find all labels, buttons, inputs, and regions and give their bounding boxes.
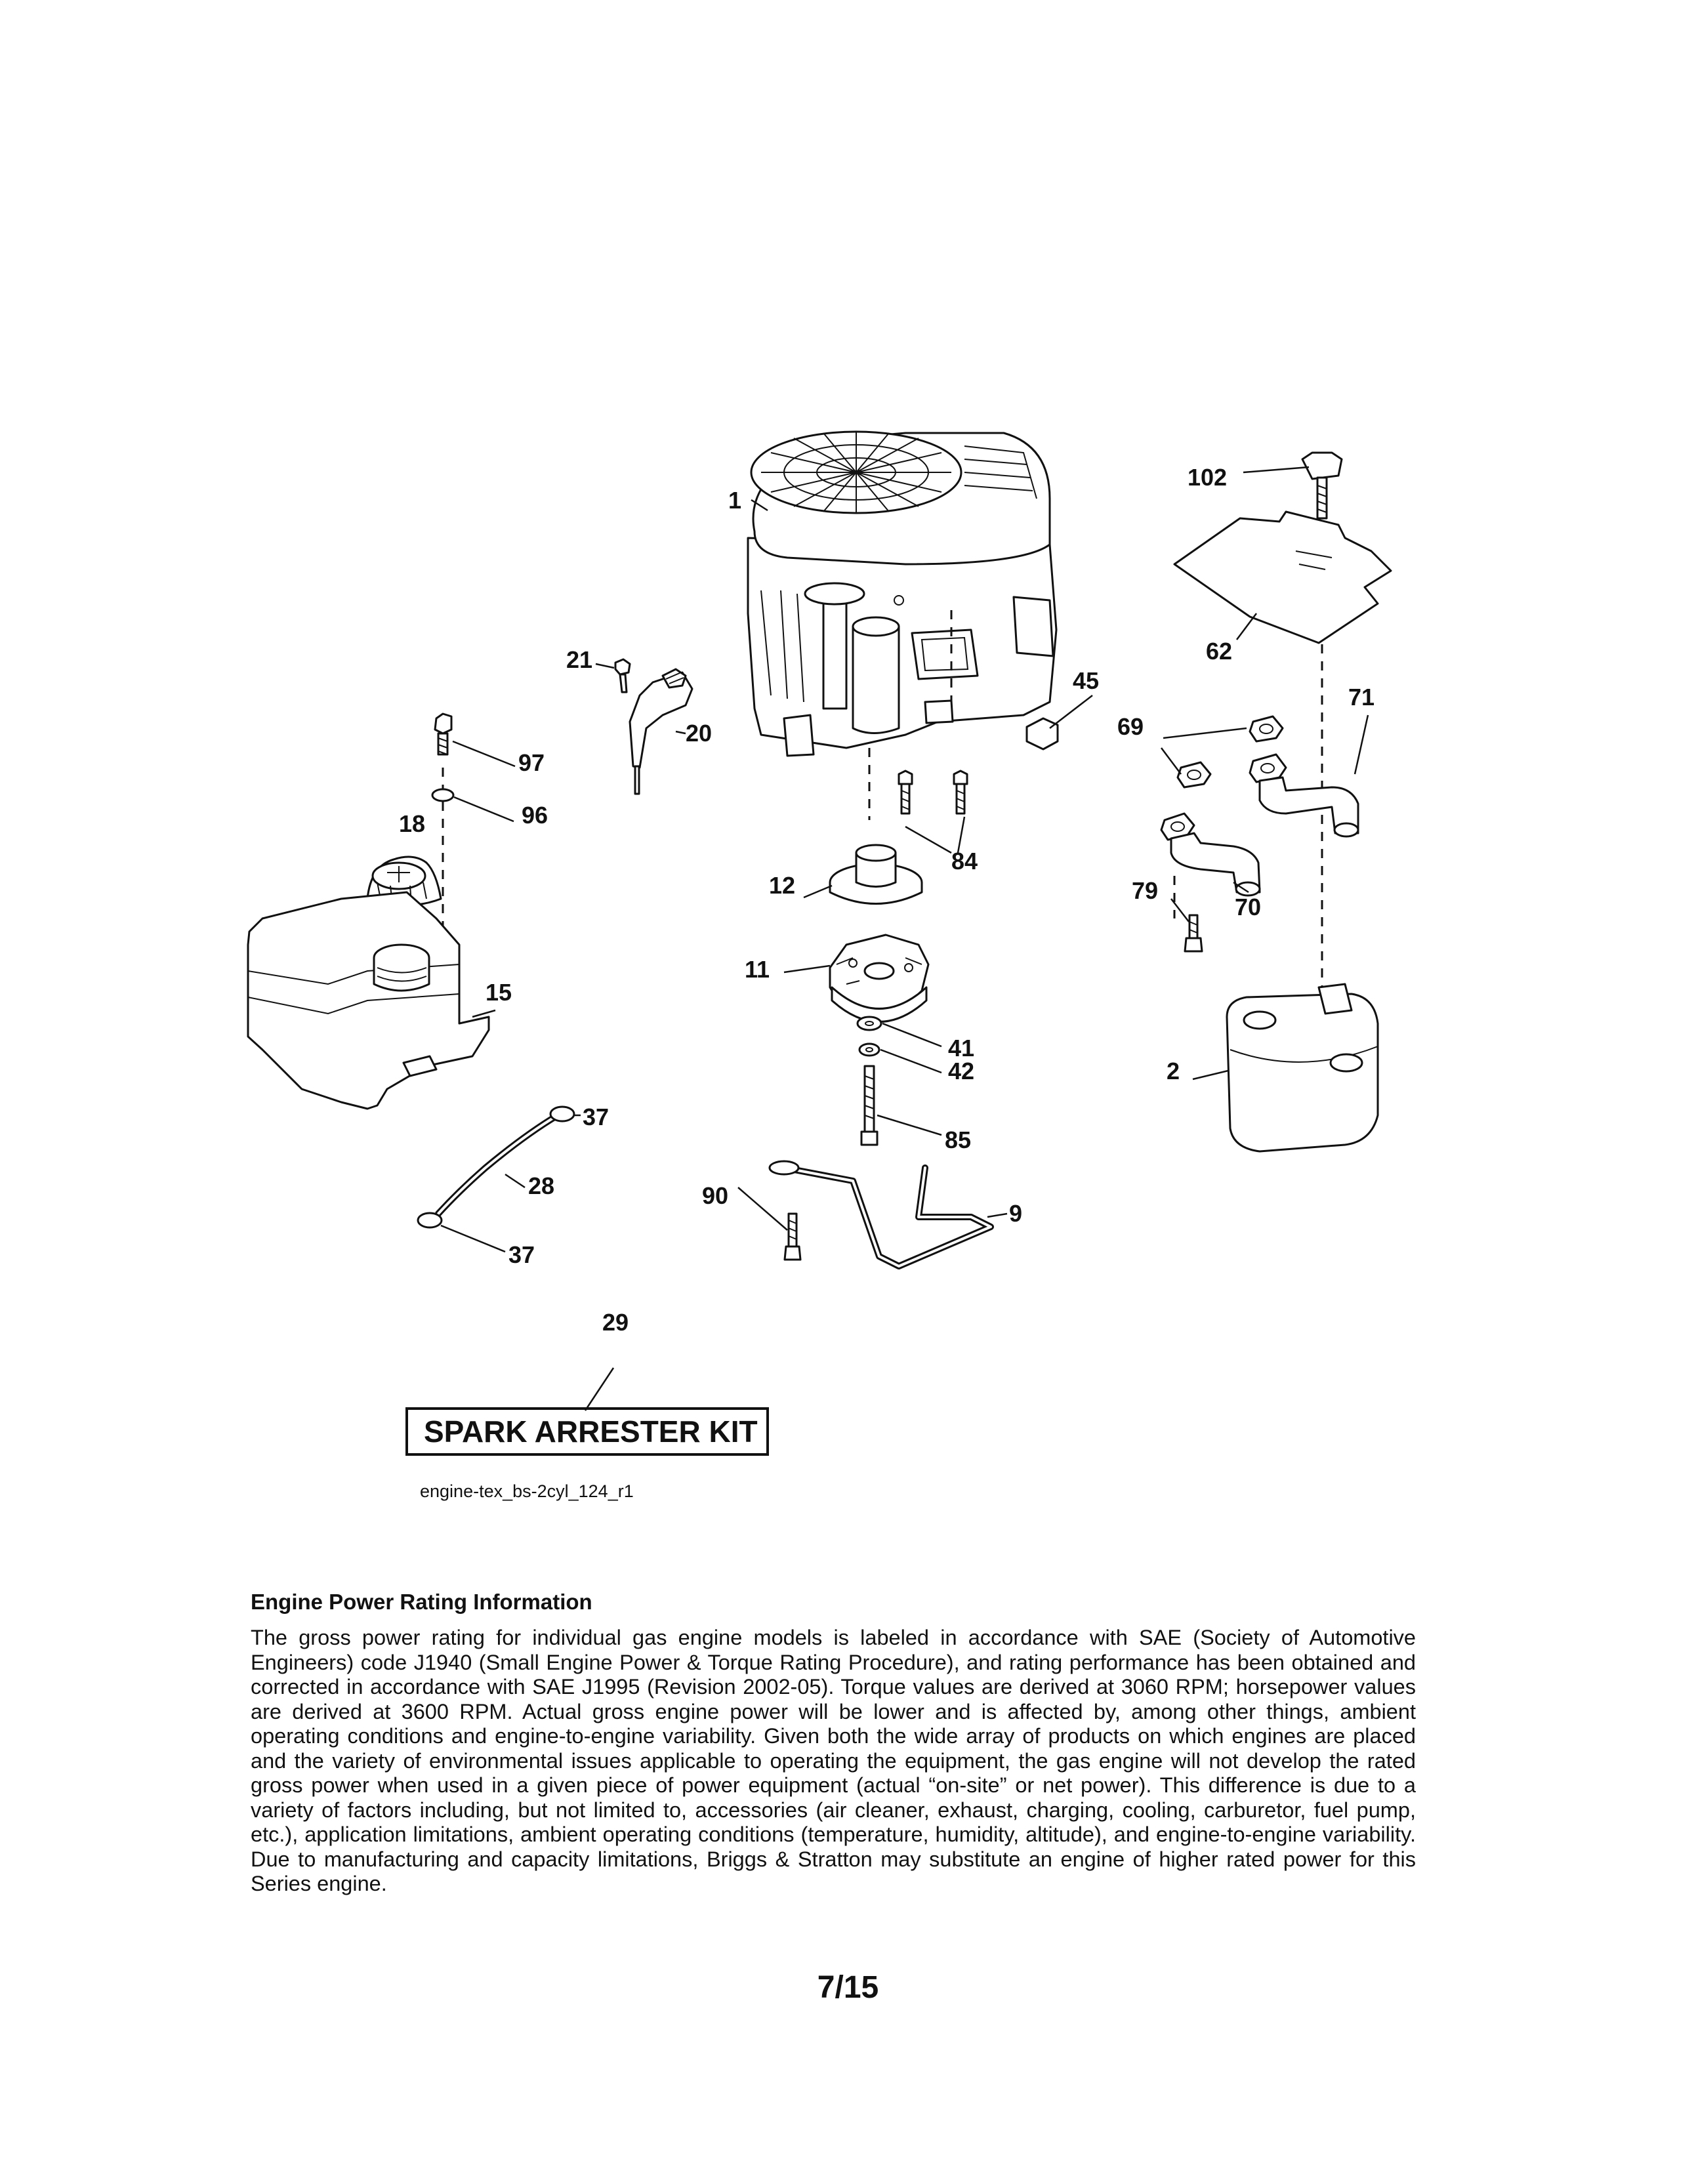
callout-71: 71 [1348,684,1375,711]
clutch-rod [768,1160,994,1269]
engine-bolts [898,770,968,815]
muffler-bolt [1184,914,1203,953]
callout-29: 29 [602,1309,629,1336]
leader-lines [440,466,1369,1411]
fuel-tank [247,891,490,1110]
exhaust-pipe-right [1249,753,1359,838]
engine [747,430,1058,757]
callout-79: 79 [1132,877,1158,904]
exhaust-gaskets [1176,715,1284,789]
spark-arrester-kit-label: SPARK ARRESTER KIT [405,1407,769,1456]
callout-28: 28 [528,1172,554,1199]
callout-62: 62 [1206,638,1232,665]
body-paragraph: The gross power rating for individual ga… [251,1626,1416,1895]
fuel-cap [366,855,442,907]
knob-part [1301,451,1343,520]
callout-1: 1 [728,487,741,514]
pulley [829,844,923,905]
washer [431,788,455,802]
clutch [829,934,930,1023]
callout-96: 96 [522,802,548,829]
callout-12: 12 [769,872,795,899]
clutch-bolt [860,1065,879,1146]
callout-102: 102 [1188,464,1227,491]
hose-clamp [417,1212,443,1229]
exhaust-pipe-left [1160,812,1261,897]
callout-84: 84 [951,848,978,875]
callout-18: 18 [399,810,425,837]
muffler [1226,983,1379,1153]
diagram-code: engine-tex_bs-2cyl_124_r1 [420,1481,634,1501]
washer [856,1016,882,1031]
callout-9: 9 [1009,1200,1022,1227]
callout-20: 20 [686,720,712,747]
callout-42: 42 [948,1058,974,1084]
lock-washer [858,1042,880,1057]
callout-45: 45 [1073,667,1099,694]
parts-diagram: 1 102 62 45 71 69 21 20 97 96 84 18 12 7… [247,430,1392,1411]
hose-clamp [549,1105,575,1123]
callout-41: 41 [948,1035,974,1061]
bracket [614,658,693,795]
callout-2: 2 [1167,1058,1180,1084]
bolt [434,712,453,756]
callout-85: 85 [945,1126,971,1153]
callout-97: 97 [518,749,545,776]
callout-90: 90 [702,1182,728,1209]
callout-37b: 37 [508,1241,535,1268]
rod-bolt [783,1212,802,1261]
callout-70: 70 [1235,894,1261,920]
callout-15: 15 [486,979,512,1006]
heat-shield [1173,510,1392,644]
callout-labels: 1 102 62 45 71 69 21 20 97 96 84 18 12 7… [399,464,1375,1336]
callout-11: 11 [745,956,770,983]
callout-21: 21 [566,646,592,673]
callout-69: 69 [1117,713,1144,740]
section-title: Engine Power Rating Information [251,1590,592,1614]
page-number: 7/15 [817,1970,879,2005]
nut [1025,717,1059,751]
callout-37: 37 [583,1103,609,1130]
